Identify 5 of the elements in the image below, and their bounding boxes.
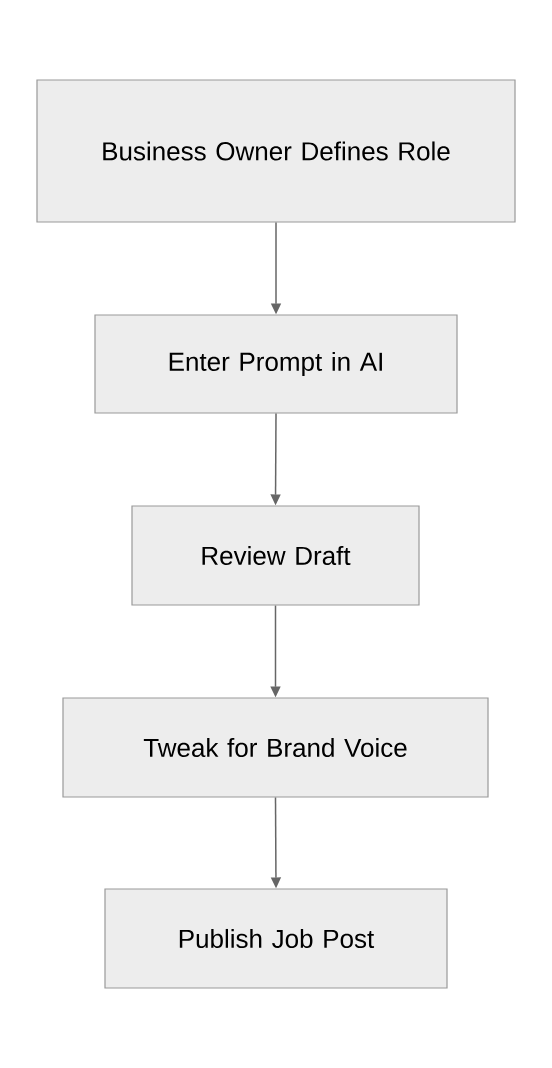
- process-box: Enter Prompt in AI: [94, 314, 458, 414]
- process-box: Review Draft: [131, 505, 420, 606]
- process-box: Tweak for Brand Voice: [62, 697, 489, 798]
- process-box: Business Owner Defines Role: [36, 79, 516, 223]
- process-box: Publish Job Post: [104, 888, 448, 989]
